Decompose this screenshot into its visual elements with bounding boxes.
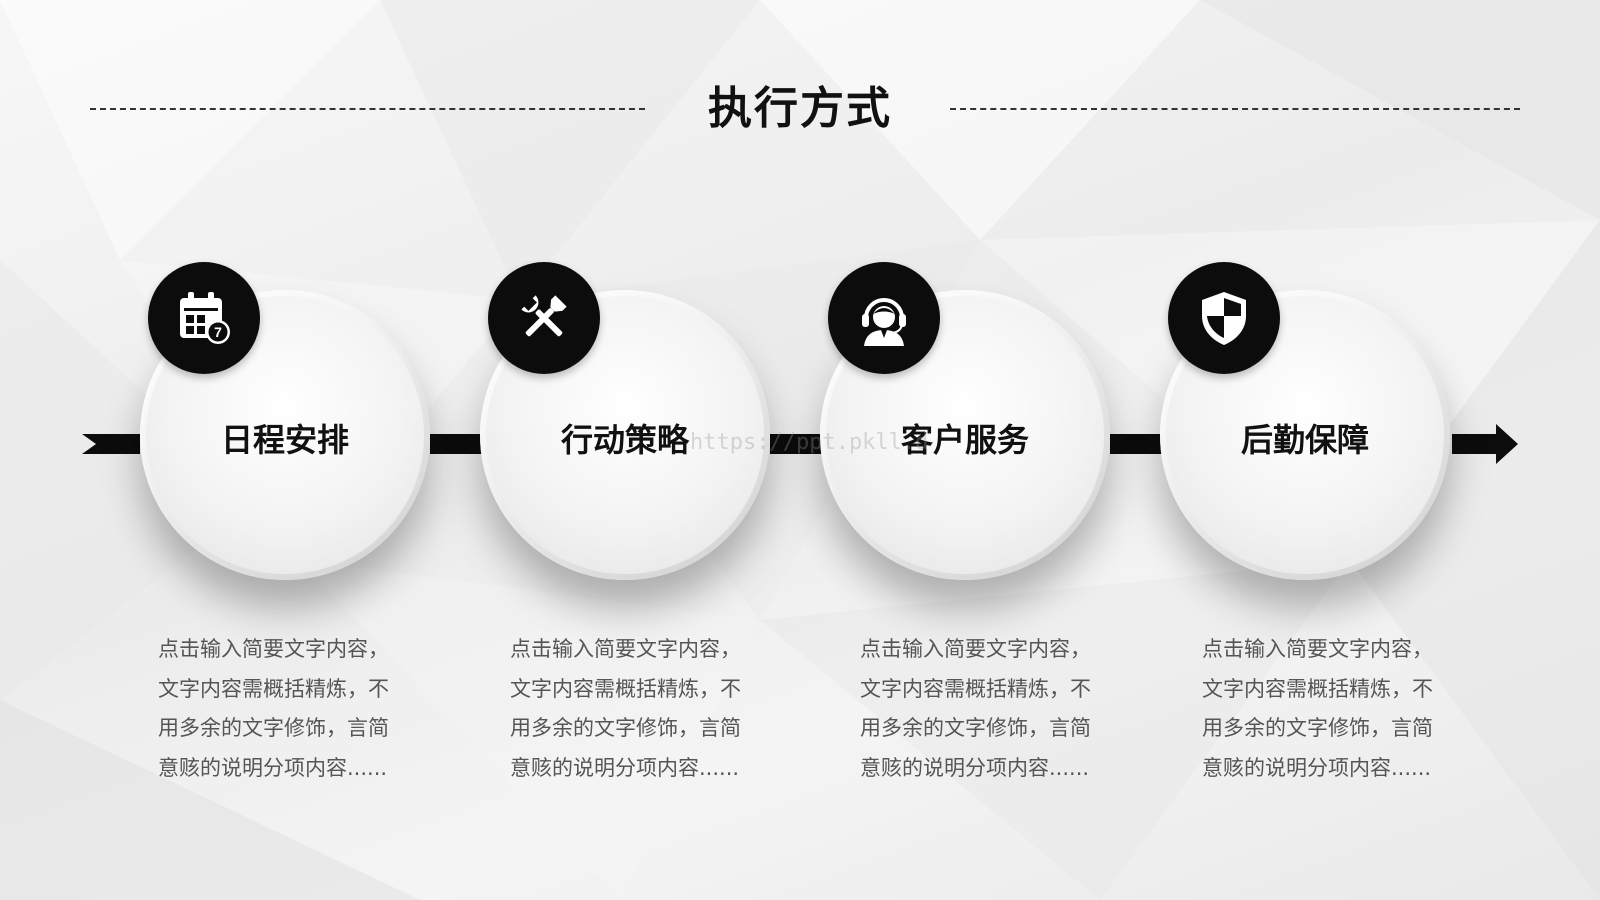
description-line: 文字内容需概括精炼，不 bbox=[510, 676, 741, 701]
step-label: 行动策略 bbox=[560, 421, 689, 459]
step-description-logistics: 点击输入简要文字内容， 文字内容需概括精炼，不 用多余的文字修饰，言简 意赅的说… bbox=[1202, 630, 1472, 788]
description-line: 用多余的文字修饰，言简 bbox=[510, 716, 741, 740]
calendar-icon: 7 bbox=[148, 262, 260, 374]
page-title: 执行方式 bbox=[708, 83, 892, 134]
step-card-customer-service[interactable]: 客户服务 bbox=[820, 262, 1120, 590]
description-line: 文字内容需概括精炼，不 bbox=[860, 676, 1091, 701]
description-line: 意赅的说明分项内容...... bbox=[860, 755, 1090, 780]
description-line: 点击输入简要文字内容， bbox=[158, 637, 389, 661]
header: 执行方式 bbox=[0, 78, 1600, 148]
step-description-customer-service: 点击输入简要文字内容， 文字内容需概括精炼，不 用多余的文字修饰，言简 意赅的说… bbox=[860, 630, 1130, 788]
calendar-badge-number: 7 bbox=[214, 324, 222, 340]
description-line: 点击输入简要文字内容， bbox=[1202, 637, 1433, 661]
shield-icon bbox=[1168, 262, 1280, 374]
tools-icon bbox=[488, 262, 600, 374]
description-line: 点击输入简要文字内容， bbox=[860, 637, 1091, 661]
title-divider-right bbox=[950, 108, 1520, 110]
step-label: 日程安排 bbox=[220, 421, 349, 459]
step-circle bbox=[820, 290, 1110, 580]
description-line: 用多余的文字修饰，言简 bbox=[860, 716, 1091, 740]
description-line: 意赅的说明分项内容...... bbox=[158, 755, 388, 780]
step-label: 后勤保障 bbox=[1240, 421, 1369, 459]
description-line: 意赅的说明分项内容...... bbox=[510, 755, 740, 780]
step-card-logistics[interactable]: 后勤保障 bbox=[1160, 262, 1460, 590]
description-line: 文字内容需概括精炼，不 bbox=[158, 676, 389, 701]
description-line: 意赅的说明分项内容...... bbox=[1202, 755, 1432, 780]
step-description-schedule: 点击输入简要文字内容， 文字内容需概括精炼，不 用多余的文字修饰，言简 意赅的说… bbox=[158, 630, 428, 788]
description-line: 点击输入简要文字内容， bbox=[510, 637, 741, 661]
step-card-strategy[interactable]: 行动策略 bbox=[480, 262, 780, 590]
step-description-strategy: 点击输入简要文字内容， 文字内容需概括精炼，不 用多余的文字修饰，言简 意赅的说… bbox=[510, 630, 780, 788]
headset-agent-icon bbox=[828, 262, 940, 374]
title-divider-left bbox=[90, 108, 645, 110]
description-line: 文字内容需概括精炼，不 bbox=[1202, 676, 1433, 701]
description-line: 用多余的文字修饰，言简 bbox=[158, 716, 389, 740]
watermark-text: https://ppt.pkll.d bbox=[690, 430, 929, 455]
description-line: 用多余的文字修饰，言简 bbox=[1202, 716, 1433, 740]
step-card-schedule[interactable]: 7 日程安排 bbox=[140, 262, 440, 590]
step-label: 客户服务 bbox=[900, 421, 1029, 459]
